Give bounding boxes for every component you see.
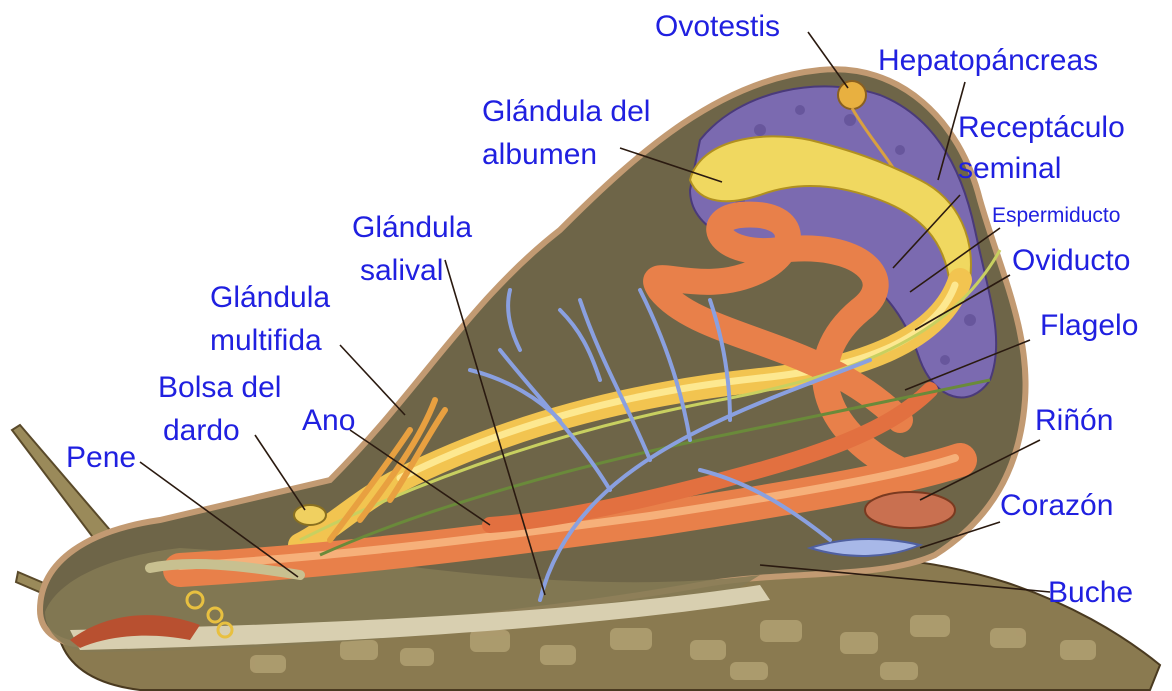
- label-multifida-line1: Glándula: [210, 281, 330, 314]
- label-espermiducto: Espermiducto: [992, 204, 1120, 227]
- dart-sac-organ: [294, 505, 326, 525]
- label-multifida-line2: multifida: [210, 324, 322, 357]
- label-buche: Buche: [1048, 576, 1133, 609]
- label-pene: Pene: [66, 441, 136, 474]
- label-flagelo: Flagelo: [1040, 309, 1138, 342]
- label-salival-line2: salival: [360, 254, 443, 287]
- label-receptaculo-line1: Receptáculo: [958, 111, 1125, 144]
- label-bolsa-line2: dardo: [163, 414, 240, 447]
- ovotestis-organ: [838, 81, 866, 109]
- label-albumen-line2: albumen: [482, 138, 597, 171]
- label-oviducto: Oviducto: [1012, 244, 1130, 277]
- label-ano: Ano: [302, 404, 355, 437]
- label-receptaculo-line2: seminal: [958, 152, 1061, 185]
- label-rinon: Riñón: [1035, 404, 1113, 437]
- label-corazon: Corazón: [1000, 489, 1113, 522]
- label-albumen-line1: Glándula del: [482, 95, 650, 128]
- kidney-organ: [865, 492, 955, 528]
- label-ovotestis: Ovotestis: [655, 10, 780, 43]
- label-salival-line1: Glándula: [352, 211, 472, 244]
- label-hepatopancreas: Hepatopáncreas: [878, 44, 1098, 77]
- label-bolsa-line1: Bolsa del: [158, 371, 281, 404]
